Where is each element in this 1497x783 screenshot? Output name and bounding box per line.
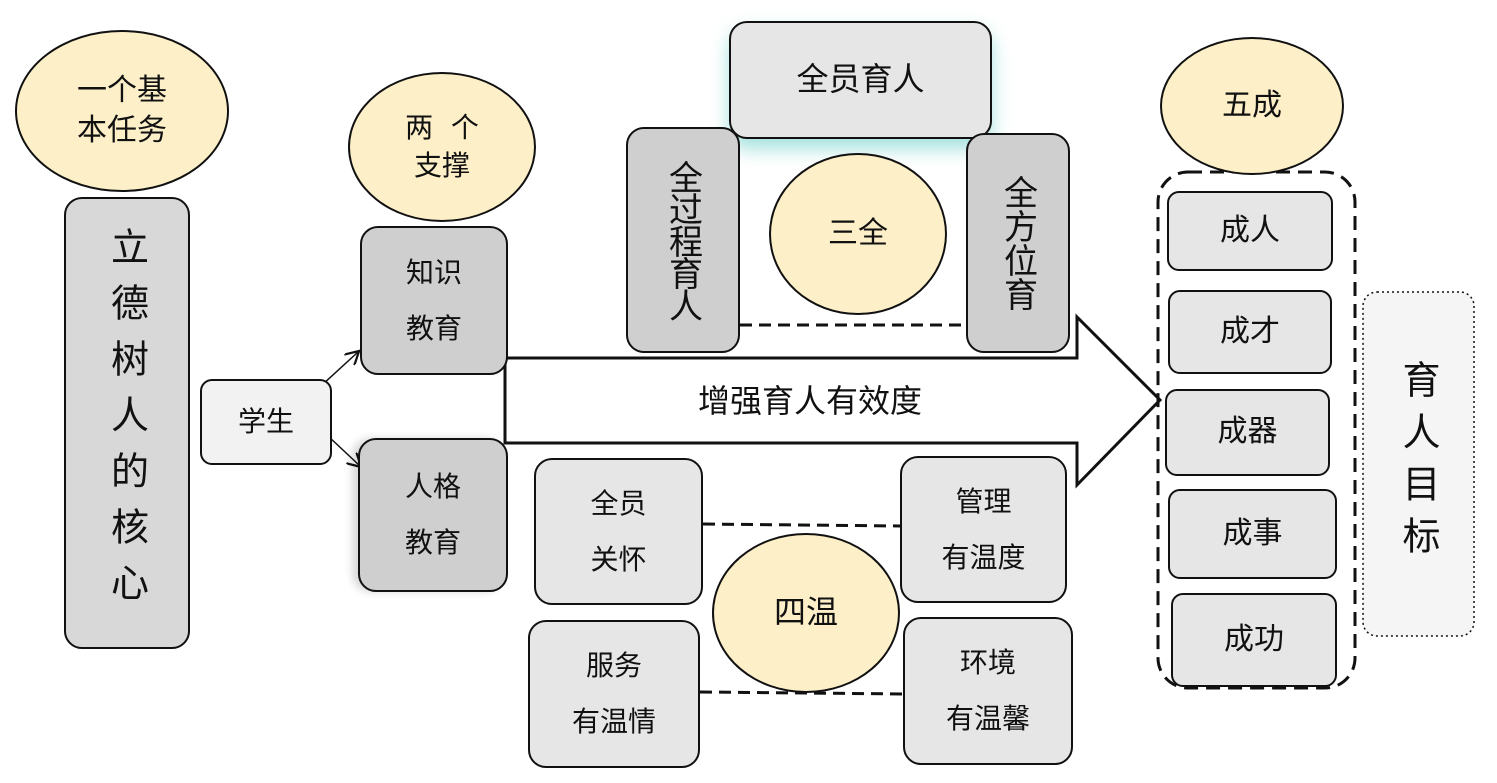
personality-box: 人格 教育: [358, 438, 508, 592]
wu-cheng-item-1: 成人: [1167, 191, 1333, 271]
student-label: 学生: [237, 405, 294, 439]
wu-cheng-item-4: 成事: [1168, 489, 1337, 579]
goal-label: 育人目标: [1396, 360, 1440, 568]
san-quan-left-label: 全过程育人: [662, 160, 703, 320]
si-wen-bottom-right-line-1: 环境: [959, 646, 1016, 679]
si-wen-top-right-box: 管理 有温度: [900, 456, 1067, 603]
si-wen-bottom-right-line-2: 有温馨: [945, 702, 1030, 735]
si-wen-top-dashed-link: [702, 522, 901, 528]
si-wen-bottom-right-box: 环境 有温馨: [903, 617, 1073, 765]
san-quan-center-oval: 三全: [769, 153, 947, 315]
si-wen-center-oval: 四温: [712, 533, 900, 693]
san-quan-center-label: 三全: [828, 215, 888, 251]
si-wen-center-label: 四温: [773, 593, 838, 632]
wu-cheng-item-3-label: 成器: [1217, 414, 1278, 450]
si-wen-top-left-line-2: 关怀: [590, 542, 647, 576]
wu-cheng-item-2: 成才: [1168, 290, 1332, 374]
personality-line-1: 人格: [404, 470, 461, 503]
student-box: 学生: [200, 379, 332, 465]
core-box: 立德树人的核心: [64, 197, 190, 649]
goal-box: 育人目标: [1363, 292, 1474, 636]
san-quan-top-label: 全员育人: [796, 60, 925, 99]
student-to-knowledge-arrow: [321, 352, 358, 386]
task-oval: 一个基 本任务: [15, 30, 229, 192]
wu-cheng-title: 五成: [1222, 87, 1282, 123]
wu-cheng-item-1-label: 成人: [1220, 212, 1280, 248]
core-label: 立德树人的核心: [104, 227, 149, 619]
task-line-1: 一个基: [77, 72, 167, 108]
si-wen-top-left-box: 全员 关怀: [534, 458, 703, 605]
si-wen-top-left-line-1: 全员: [590, 486, 647, 520]
goal-dotted-frame: [1362, 291, 1475, 637]
wu-cheng-item-2-label: 成才: [1220, 313, 1280, 349]
wu-cheng-item-4-label: 成事: [1222, 515, 1283, 551]
wu-cheng-oval: 五成: [1160, 37, 1344, 175]
arrow-label: 增强育人有效度: [697, 382, 922, 421]
knowledge-line-1: 知识: [405, 255, 462, 289]
san-quan-left-box: 全过程育人: [626, 127, 740, 353]
wu-cheng-item-5: 成功: [1171, 593, 1337, 687]
san-quan-top-box: 全员育人: [729, 21, 992, 139]
personality-line-2: 教育: [404, 526, 461, 559]
task-line-2: 本任务: [77, 113, 167, 148]
knowledge-box: 知识 教育: [360, 226, 508, 375]
si-wen-bottom-left-box: 服务 有温情: [528, 620, 700, 768]
si-wen-bottom-left-line-2: 有温情: [571, 705, 656, 738]
si-wen-top-right-line-2: 有温度: [941, 540, 1026, 574]
student-to-personality-arrow: [327, 435, 360, 466]
san-quan-right-label: 全方位育: [997, 175, 1038, 311]
support-line-2: 支撑: [413, 149, 470, 182]
wu-cheng-item-3: 成器: [1165, 389, 1330, 476]
support-oval: 两 个 支撑: [348, 72, 536, 222]
support-line-1: 两 个: [405, 111, 479, 145]
si-wen-top-right-line-1: 管理: [955, 484, 1012, 518]
si-wen-bottom-left-line-1: 服务: [585, 649, 642, 682]
wu-cheng-item-5-label: 成功: [1224, 621, 1284, 657]
knowledge-line-2: 教育: [405, 311, 462, 345]
san-quan-right-box: 全方位育: [966, 133, 1070, 353]
si-wen-bottom-dashed-link: [699, 690, 904, 696]
big-arrow-shape: [503, 313, 1163, 489]
